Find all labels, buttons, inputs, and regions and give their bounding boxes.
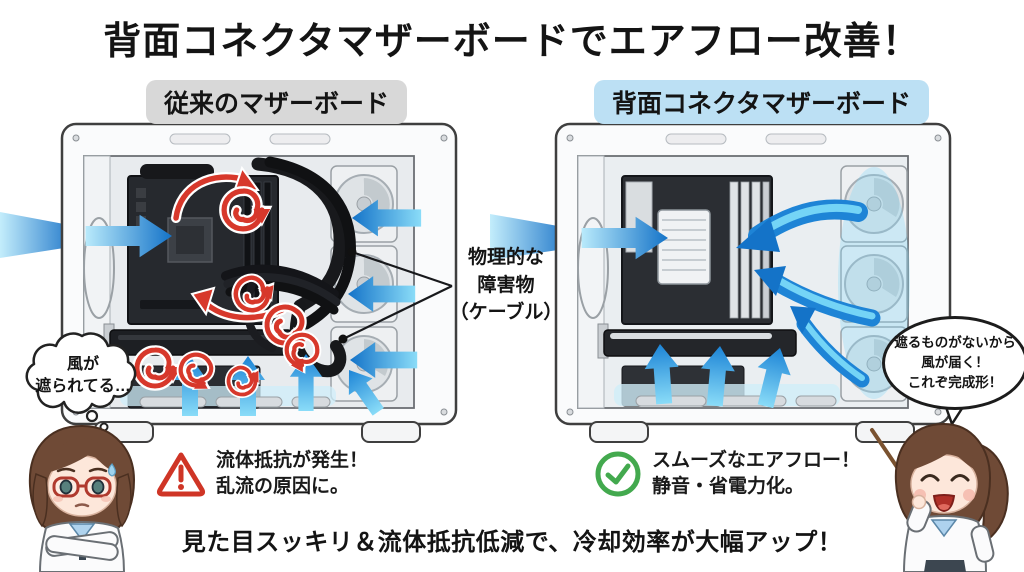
side-fan: [577, 217, 609, 319]
check-circle-icon: [595, 451, 641, 497]
warning-text: 流体抵抗が発生！ 乱流の原因に。: [216, 448, 368, 499]
panel-header-back-connector: 背面コネクタマザーボード: [594, 80, 930, 124]
thought-line: 遮られてる…: [35, 377, 131, 395]
benefit-text: スムーズなエアフロー！ 静音・省電力化。: [652, 448, 860, 499]
annotation-line: 物理的な: [467, 247, 544, 268]
benefit-line: スムーズなエアフロー！: [652, 450, 861, 471]
benefit-line: 静音・省電力化。: [652, 475, 805, 497]
pointer-lines: [338, 247, 453, 344]
scientist-character-left: [28, 424, 136, 572]
thought-bubble: [25, 332, 137, 432]
warning-line: 乱流の原因に。: [216, 475, 350, 497]
thought-bubble-text: 風が 遮られてる…: [30, 354, 136, 397]
gpu: [597, 323, 797, 359]
airflow-arrows: [581, 199, 881, 411]
cable-annotation: 物理的な 障害物 （ケーブル）: [448, 244, 564, 327]
scientist-character-right: [870, 422, 1009, 572]
speech-line: これぞ完成形！: [907, 375, 1003, 391]
panel-header-conventional: 従来のマザーボード: [146, 80, 408, 124]
airflow-arrows: [85, 199, 422, 421]
side-fan: [83, 217, 115, 319]
turbulence-swirls: [137, 165, 318, 399]
airflow-streak: [0, 212, 64, 258]
speech-line: 遮るものがないから: [894, 334, 1016, 350]
warning-line: 流体抵抗が発生！: [216, 450, 369, 471]
thought-line: 風が: [66, 356, 99, 373]
warning-callout: 流体抵抗が発生！ 乱流の原因に。: [156, 448, 368, 499]
annotation-line: （ケーブル）: [449, 302, 563, 324]
speech-line: 風が届く！: [921, 354, 989, 370]
footer-tagline: 見た目スッキリ＆流体抵抗低減で、冷却効率が大幅アップ！: [181, 529, 843, 556]
benefit-callout: スムーズなエアフロー！ 静音・省電力化。: [594, 448, 860, 499]
page-title: 背面コネクタマザーボードでエアフロー改善！: [103, 21, 921, 63]
warning-triangle-icon: [156, 452, 206, 497]
annotation-line: 障害物: [477, 274, 535, 296]
speech-bubble: 遮るものがないから 風が届く！ これぞ完成形！: [882, 316, 1024, 410]
airflow-streak: [490, 214, 558, 260]
pc-case-illustration-conventional: [0, 122, 458, 443]
pc-case-illustration-back-connector: [490, 122, 952, 443]
motherboard-back-connector: [621, 175, 773, 325]
sweat-drop-icon: [108, 463, 116, 477]
